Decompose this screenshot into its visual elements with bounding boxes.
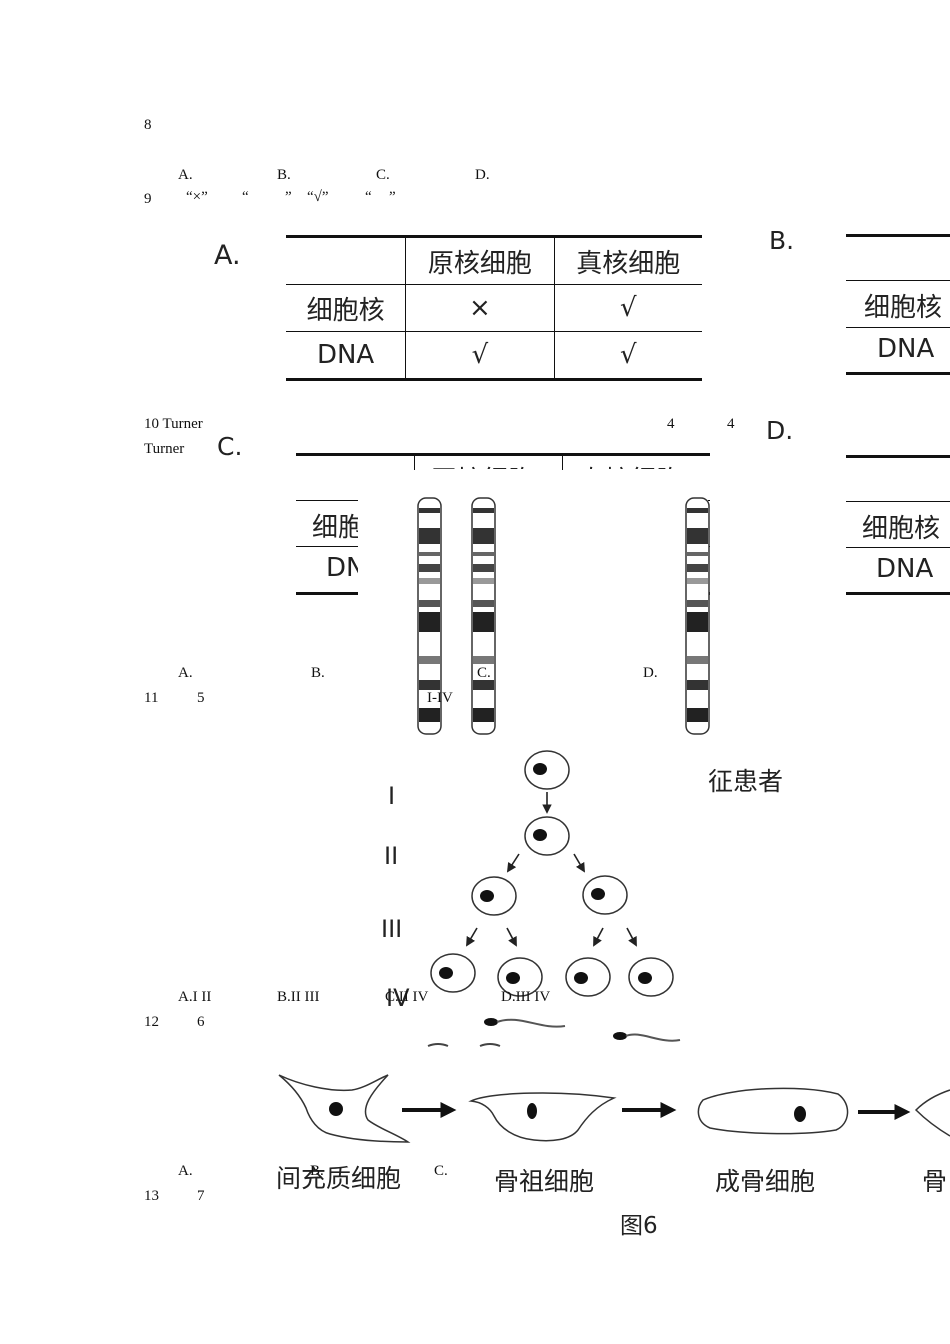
q10-option-c: C. [477,665,491,681]
table-d-row-label: 细胞核 [862,514,941,544]
q8-option-c: C. [376,167,390,183]
q11-option-b: B.II III [277,989,320,1005]
q12-option-a: A. [178,1163,193,1179]
question-13-number: 13 [144,1188,159,1204]
table-c-row-label: 细胞 [312,513,365,543]
q11-figure-number: 5 [197,690,205,706]
table-b-letter: B. [769,226,795,255]
q11-range: I-IV [427,690,453,706]
q9-quote-open-2: “ [365,189,372,205]
table-a-cell: × [405,284,555,332]
label-mesenchymal-cell: 间充质细胞 [276,1164,402,1193]
table-d-letter: D. [766,416,794,445]
karyotype-figure-background [358,480,708,755]
table-d-rule [846,547,950,548]
q10-option-a: A. [178,665,193,681]
q9-quote-close-1: ” [285,189,292,205]
level-label-iii: III [381,915,403,943]
q11-option-d: D.III IV [501,989,551,1005]
question-12-number: 12 [144,1014,159,1030]
mesenchymal-cell-shape [278,1074,411,1143]
table-a-corner [286,235,407,285]
table-d-row-label: DNA [876,554,934,584]
q9-quote-cross: “×” [186,189,208,205]
q10-number-2: 4 [727,416,735,432]
label-osteoprogenitor-cell: 骨祖细胞 [494,1167,595,1196]
q10-option-b: B. [311,665,325,681]
q9-quote-check: “√” [307,189,329,205]
q13-figure-number: 7 [197,1188,205,1204]
q8-option-b: B. [277,167,291,183]
q8-option-d: D. [475,167,490,183]
table-c-header: 真核细胞 [578,460,682,469]
chromosome-3 [685,497,710,735]
table-c-col-rule [562,456,563,470]
chromosome-1 [417,497,442,735]
question-10-line-1: 10 Turner [144,416,203,432]
figure-6-caption: 图6 [620,1213,658,1239]
level-label-i: I [388,782,396,810]
q9-quote-close-2: ” [389,189,396,205]
q12-figure-number: 6 [197,1014,205,1030]
table-c-col-rule [414,456,415,470]
table-a-header-prokaryote: 原核细胞 [405,235,555,285]
table-a-row-label: DNA [286,331,407,381]
q9-quote-open-1: “ [242,189,249,205]
q12-option-c: C. [434,1163,448,1179]
q8-option-a: A. [178,167,193,183]
question-11-number: 11 [144,690,159,706]
table-b-rule [846,280,950,281]
table-b-bottom-rule [846,372,950,375]
level-label-ii: II [384,842,399,870]
level-label-iv: IV [386,984,410,1012]
label-osteocyte-partial: 骨 [922,1167,948,1196]
table-a-cell: √ [405,331,555,381]
table-d-rule [846,501,950,502]
table-c-header-clip: 原核细胞 真核细胞 [420,456,710,469]
osteoblast-cell-shape [697,1087,849,1135]
table-a: 原核细胞 真核细胞 细胞核 × √ DNA √ √ [286,235,702,381]
table-a-cell: √ [554,284,702,332]
table-c-letter: C. [217,432,243,461]
table-d-top-rule [846,455,950,458]
question-9-number: 9 [144,191,152,207]
osteocyte-cell-shape-partial [914,1089,950,1137]
table-a-letter: A. [214,240,241,271]
table-b-top-rule [846,234,950,237]
table-a-row-label: 细胞核 [286,284,407,332]
table-b-rule [846,327,950,328]
label-osteoblast: 成骨细胞 [715,1167,816,1196]
table-d-bottom-rule [846,592,950,595]
figure-caption-partial: 征患者 [708,767,784,796]
table-a-header-eukaryote: 真核细胞 [554,235,702,285]
chromosome-2 [471,497,496,735]
q10-number-1: 4 [667,416,675,432]
table-c-header: 原核细胞 [430,460,534,469]
question-8-number: 8 [144,117,152,133]
table-b-row-label: DNA [877,334,935,364]
q10-option-d: D. [643,665,658,681]
table-c-top-rule [296,453,710,456]
table-a-cell: √ [554,331,702,381]
q11-option-a: A.I II [178,989,212,1005]
q11-option-c: C.II IV [385,989,429,1005]
table-b-row-label: 细胞核 [864,293,943,323]
q12-option-b: B. [310,1163,324,1179]
osteoprogenitor-cell-shape [468,1092,617,1142]
question-10-line-2: Turner [144,441,185,457]
